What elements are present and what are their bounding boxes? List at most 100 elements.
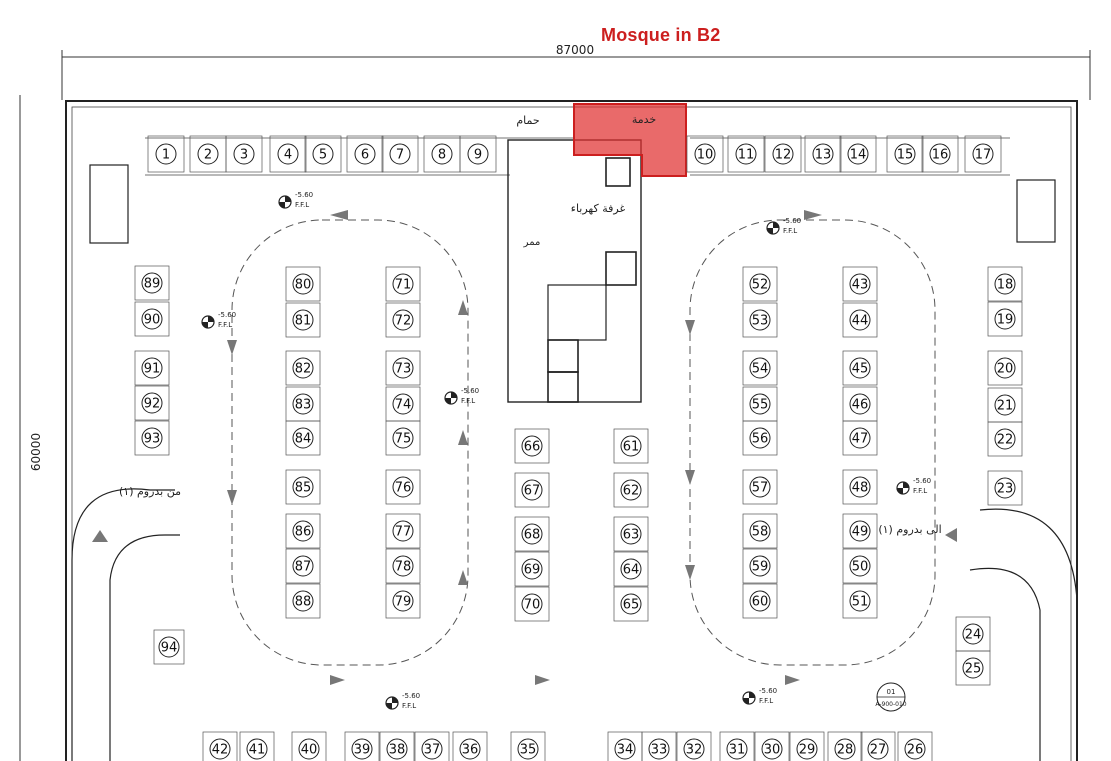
drive-loop-left (231, 219, 469, 666)
parking-stall: 7 (381, 135, 419, 173)
parking-stall: 41 (239, 731, 275, 761)
stall-number: 13 (815, 148, 832, 163)
ramp-down-right-label: الى بدروم (١) (878, 523, 941, 536)
stall-number-circle (459, 738, 481, 760)
stall-number: 89 (144, 277, 161, 292)
elevator-3 (605, 251, 637, 286)
stall-number: 30 (764, 743, 781, 758)
stall-number-circle (620, 523, 642, 545)
stall-number-circle (772, 143, 794, 165)
stall-number: 35 (520, 743, 537, 758)
parking-stall: 90 (134, 301, 170, 337)
stall-number-circle (351, 738, 373, 760)
stall-number: 16 (932, 148, 949, 163)
parking-stall: 35 (510, 731, 546, 761)
stall-number-circle (694, 143, 716, 165)
parking-stall: 75 (385, 420, 421, 456)
stall-number: 9 (474, 148, 482, 163)
parking-stall: 16 (921, 135, 959, 173)
corridor-label: ممر (523, 237, 541, 248)
stall-number-circle (749, 476, 771, 498)
parking-stall: 3 (225, 135, 263, 173)
stall-number-circle (994, 428, 1016, 450)
stall-number-circle (312, 143, 334, 165)
parking-stall: 40 (291, 731, 327, 761)
stall-number: 72 (395, 314, 412, 329)
parking-stall: 81 (285, 302, 321, 338)
parking-stall: 86 (285, 513, 321, 549)
stall-number-circle (517, 738, 539, 760)
stall-number-circle (292, 273, 314, 295)
parking-stall: 20 (987, 350, 1023, 386)
parking-stall: 2 (189, 135, 227, 173)
stall-number-circle (521, 479, 543, 501)
stall-number: 78 (395, 560, 412, 575)
svg-text:A-900-010: A-900-010 (875, 701, 906, 708)
stall-number: 17 (975, 148, 992, 163)
stall-number: 80 (295, 278, 312, 293)
parking-stall: 19 (987, 301, 1023, 337)
stall-number: 27 (870, 743, 887, 758)
stall-number: 77 (395, 525, 412, 540)
parking-stall: 46 (842, 386, 878, 422)
stall-number-circle (683, 738, 705, 760)
svg-text:-5.60: -5.60 (402, 692, 420, 700)
stall-number-circle (749, 427, 771, 449)
parking-stall: 94 (153, 629, 185, 665)
parking-stall: 6 (346, 135, 384, 173)
stall-number-circle (849, 555, 871, 577)
stall-number-circle (141, 357, 163, 379)
stall-number: 7 (396, 148, 404, 163)
stall-number: 28 (837, 743, 854, 758)
stall-number: 92 (144, 397, 161, 412)
outer-wall (65, 100, 1078, 761)
parking-stall: 52 (742, 266, 778, 302)
stall-number: 64 (623, 563, 640, 578)
stall-number: 50 (852, 560, 869, 575)
parking-stall: 82 (285, 350, 321, 386)
svg-text:-5.60: -5.60 (461, 387, 479, 395)
svg-text:-5.60: -5.60 (295, 191, 313, 199)
level-marker: -5.60F.F.L (742, 687, 777, 705)
parking-stall: 34 (607, 731, 643, 761)
parking-stall: 55 (742, 386, 778, 422)
stall-number: 5 (319, 148, 327, 163)
stall-number: 48 (852, 481, 869, 496)
parking-stall: 21 (987, 387, 1023, 423)
service-label: خدمة (632, 113, 656, 126)
stall-number-circle (392, 357, 414, 379)
parking-stall: 91 (134, 350, 170, 386)
parking-stall: 48 (842, 469, 878, 505)
parking-stall: 79 (385, 583, 421, 619)
parking-stall: 77 (385, 513, 421, 549)
parking-stall: 53 (742, 302, 778, 338)
stall-number-circle (620, 558, 642, 580)
overall-height-dim: 60000 (29, 433, 43, 471)
stall-number: 56 (752, 432, 769, 447)
parking-stall: 9 (459, 135, 497, 173)
parking-stall: 50 (842, 548, 878, 584)
stall-number: 76 (395, 481, 412, 496)
wc-label: حمام (516, 114, 539, 127)
stall-number: 79 (395, 595, 412, 610)
parking-stall: 27 (860, 731, 896, 761)
stall-number-circle (421, 738, 443, 760)
stall-number: 20 (997, 362, 1014, 377)
stall-number: 74 (395, 398, 412, 413)
stall-number-circle (292, 393, 314, 415)
stall-number: 15 (897, 148, 914, 163)
stall-number-circle (648, 738, 670, 760)
ramp-right-inner (969, 567, 1041, 761)
stall-number: 38 (389, 743, 406, 758)
stall-number-circle (521, 523, 543, 545)
stall-number-circle (994, 394, 1016, 416)
level-marker: -5.60F.F.L (201, 311, 236, 329)
stall-number-circle (904, 738, 926, 760)
stall-number: 54 (752, 362, 769, 377)
stall-number-circle (197, 143, 219, 165)
stall-number-circle (620, 479, 642, 501)
stall-number: 24 (965, 628, 982, 643)
parking-stall: 85 (285, 469, 321, 505)
stall-number-circle (467, 143, 489, 165)
